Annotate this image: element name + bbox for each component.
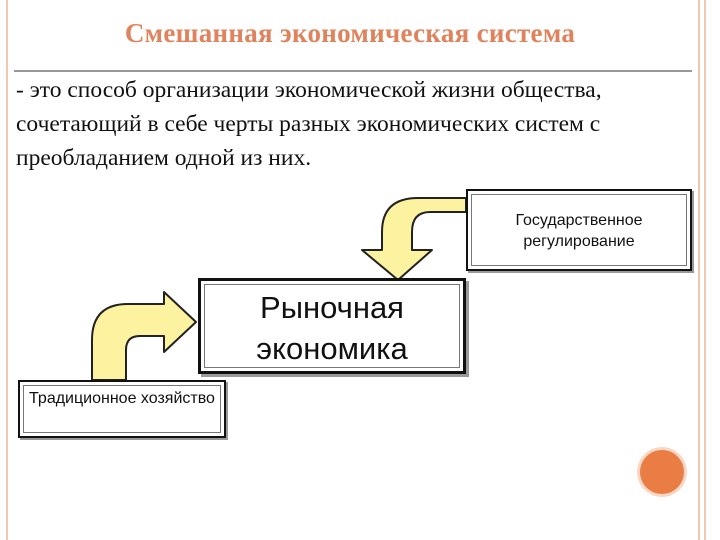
market-economy-label: Рыночная экономика (256, 290, 408, 366)
definition-text: - это способ организации экономической ж… (16, 77, 602, 171)
traditional-economy-box: Традиционное хозяйство (18, 380, 226, 438)
trad-box-inner-border (23, 385, 221, 433)
frame-line-right (698, 0, 700, 540)
frame-line-right-outer (704, 0, 706, 540)
accent-circle (640, 450, 684, 494)
title-divider (14, 70, 692, 72)
gov-regulation-label: Государственное регулирование (515, 212, 643, 250)
slide-title: Смешанная экономическая система (124, 18, 576, 48)
arrow-trad-to-market (91, 291, 197, 381)
traditional-economy-label: Традиционное хозяйство (29, 390, 215, 407)
market-box-inner-border (204, 284, 460, 368)
frame-line-left (6, 0, 8, 540)
arrow-gov-to-market (361, 197, 467, 281)
market-economy-box: Рыночная экономика (198, 278, 466, 374)
gov-regulation-box: Государственное регулирование (466, 189, 692, 271)
gov-box-inner-border (471, 194, 687, 266)
